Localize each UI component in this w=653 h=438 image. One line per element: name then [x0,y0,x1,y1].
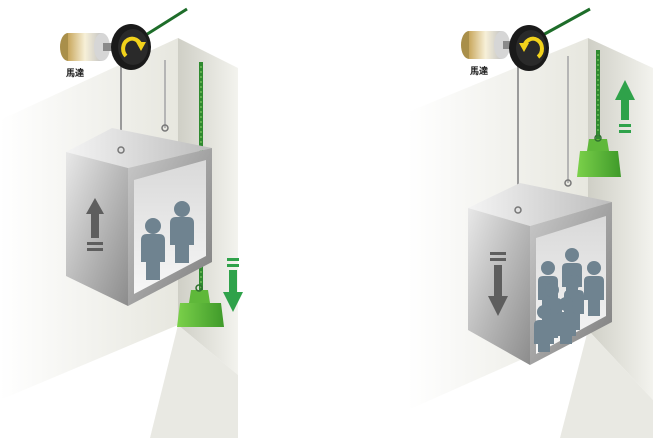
left-panel: 馬達 [0,9,243,438]
left-motor [60,33,117,61]
right-cable-top [541,9,590,36]
right-motor-label: 馬達 [469,65,488,77]
right-motor [461,31,517,59]
left-cable-top [141,9,187,38]
right-panel: 馬達 [408,9,653,438]
right-pulley [509,25,549,71]
left-motor-label: 馬達 [65,67,84,79]
left-pulley [111,24,151,70]
